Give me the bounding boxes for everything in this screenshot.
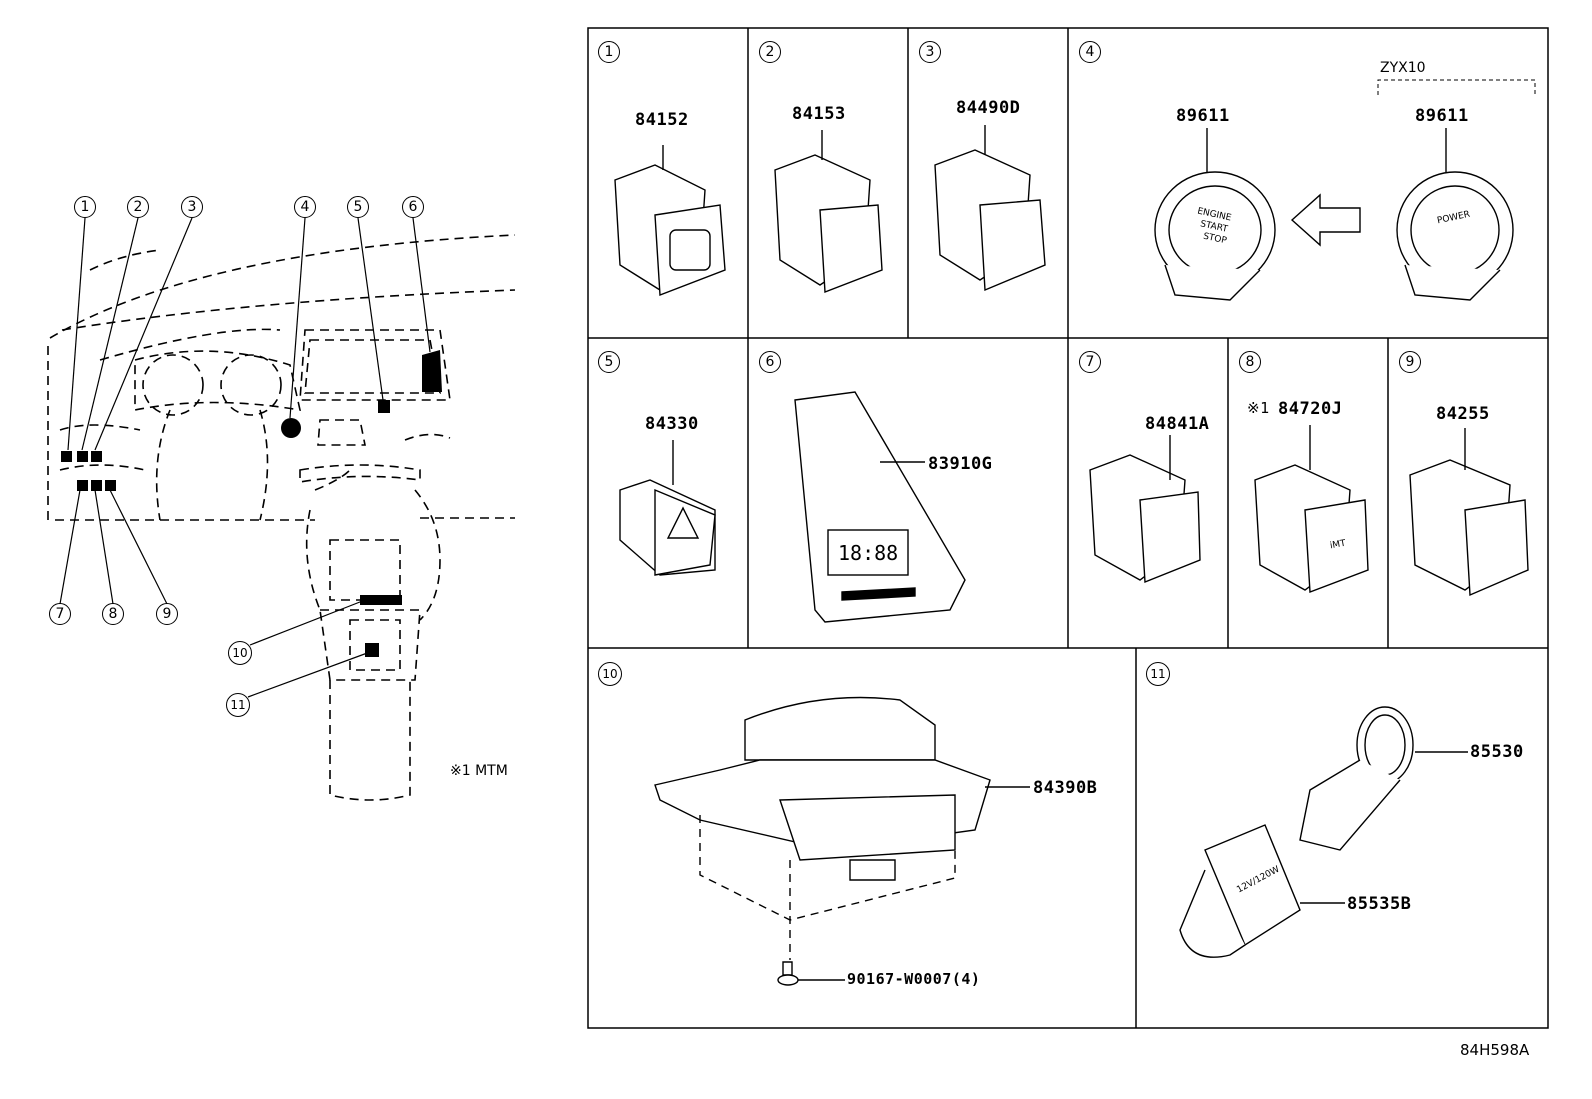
dashboard-overview bbox=[47, 217, 516, 801]
overview-callout-1: 1 bbox=[74, 196, 96, 218]
part-number-85535B: 85535B bbox=[1347, 894, 1412, 914]
switch-84255-drawing bbox=[1409, 428, 1529, 597]
switch-marker-9 bbox=[105, 480, 116, 491]
cell-index-10: 10 bbox=[598, 662, 622, 686]
overview-callout-4: 4 bbox=[294, 196, 316, 218]
hazard-switch-drawing bbox=[619, 440, 716, 576]
cell-index-11: 11 bbox=[1146, 662, 1170, 686]
switch-84841A-drawing bbox=[1089, 435, 1201, 584]
overview-callout-8: 8 bbox=[102, 603, 124, 625]
start-button-marker bbox=[281, 418, 301, 438]
overview-callout-7: 7 bbox=[49, 603, 71, 625]
switch-marker-2 bbox=[77, 451, 88, 462]
socket-85535B-drawing bbox=[1179, 824, 1345, 958]
clock-display: 18:88 bbox=[838, 541, 899, 565]
overview-callout-2: 2 bbox=[127, 196, 149, 218]
shift-switch-marker bbox=[360, 595, 402, 605]
part-number-84330: 84330 bbox=[645, 414, 699, 434]
switch-84153-drawing bbox=[774, 130, 883, 293]
part-number-85530: 85530 bbox=[1470, 742, 1524, 762]
cell-index-3: 3 bbox=[919, 41, 941, 63]
overview-callout-5: 5 bbox=[347, 196, 369, 218]
overview-callout-11: 11 bbox=[226, 693, 250, 717]
part-number-84720J: 84720J bbox=[1278, 399, 1343, 419]
overview-note: ※1 MTM bbox=[450, 763, 508, 779]
part-number-84841A: 84841A bbox=[1145, 414, 1210, 434]
part-number-84490D: 84490D bbox=[956, 98, 1021, 118]
cell-index-9: 9 bbox=[1399, 351, 1421, 373]
cell-index-4: 4 bbox=[1079, 41, 1101, 63]
screw-part-number: 90167-W0007(4) bbox=[847, 970, 981, 988]
switch-marker-3 bbox=[91, 451, 102, 462]
part-number-84255: 84255 bbox=[1436, 404, 1490, 424]
mtm-prefix: ※1 bbox=[1247, 399, 1270, 417]
clock-83910G-drawing bbox=[794, 391, 966, 623]
part-number-89611-right: 89611 bbox=[1415, 106, 1469, 126]
variant-bracket bbox=[1377, 79, 1536, 95]
switch-marker-8 bbox=[91, 480, 102, 491]
power-button-drawing bbox=[1396, 128, 1514, 301]
switch-marker-5 bbox=[378, 400, 390, 413]
part-number-84153: 84153 bbox=[792, 104, 846, 124]
cell-index-8: 8 bbox=[1239, 351, 1261, 373]
switch-marker-7 bbox=[77, 480, 88, 491]
cell-index-5: 5 bbox=[598, 351, 620, 373]
switch-84152-drawing bbox=[614, 145, 726, 296]
part-number-84390B: 84390B bbox=[1033, 778, 1098, 798]
cell-index-1: 1 bbox=[598, 41, 620, 63]
start-stop-button-drawing bbox=[1154, 128, 1276, 301]
part-number-89611-left: 89611 bbox=[1176, 106, 1230, 126]
switch-84720J-drawing bbox=[1254, 425, 1369, 593]
switch-marker-1 bbox=[61, 451, 72, 462]
part-number-84152: 84152 bbox=[635, 110, 689, 130]
overview-callout-3: 3 bbox=[181, 196, 203, 218]
cell-index-2: 2 bbox=[759, 41, 781, 63]
overview-callout-9: 9 bbox=[156, 603, 178, 625]
socket-marker bbox=[365, 643, 379, 657]
part-number-83910G: 83910G bbox=[928, 454, 993, 474]
variant-label: ZYX10 bbox=[1380, 60, 1426, 76]
overview-callout-10: 10 bbox=[228, 641, 252, 665]
overview-callout-6: 6 bbox=[402, 196, 424, 218]
shift-console-84390B-drawing bbox=[654, 696, 1030, 881]
arrow-left-drawing bbox=[1290, 193, 1361, 247]
screw-drawing bbox=[777, 961, 845, 986]
cell-index-6: 6 bbox=[759, 351, 781, 373]
cell-index-7: 7 bbox=[1079, 351, 1101, 373]
clock-marker bbox=[422, 350, 442, 392]
figure-id: 84H598A bbox=[1460, 1041, 1530, 1059]
socket-85530-drawing bbox=[1299, 706, 1468, 851]
switch-84490D-drawing bbox=[934, 125, 1046, 292]
